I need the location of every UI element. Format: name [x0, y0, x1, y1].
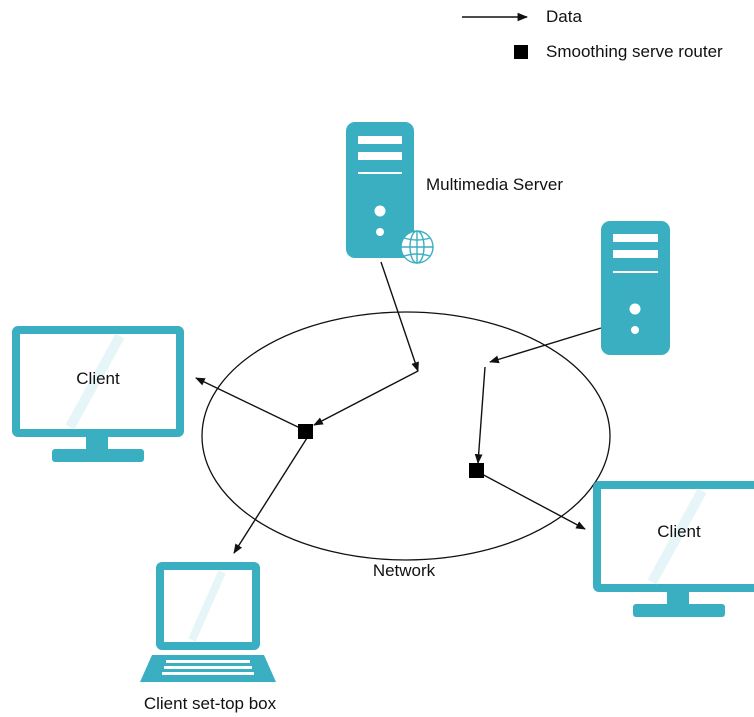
router-right [469, 463, 484, 478]
legend-data-label: Data [546, 7, 582, 26]
set-top-box-laptop-icon [140, 562, 276, 682]
arrow-router-to-set-top-box [233, 437, 308, 554]
data-arrows [195, 261, 602, 554]
arrow-server-to-network [380, 261, 419, 372]
arrow-network-to-left-router [313, 370, 419, 426]
arrow-network-to-right-router [474, 366, 486, 464]
multimedia-server-icon [346, 122, 414, 258]
arrow-server2-to-network [489, 327, 602, 364]
network-label: Network [372, 561, 436, 580]
client-right-label: Client [657, 522, 701, 541]
network-ellipse [201, 311, 611, 561]
multimedia-server-label: Multimedia Server [426, 175, 563, 194]
legend-router-marker [514, 45, 528, 59]
legend-router-label: Smoothing serve router [546, 42, 723, 61]
arrow-router-to-left-client [195, 377, 301, 429]
client-left-label: Client [76, 369, 120, 388]
second-server-icon [601, 221, 670, 355]
client-right-monitor-icon [593, 481, 754, 617]
router-left [298, 424, 313, 439]
set-top-box-label: Client set-top box [143, 694, 277, 713]
globe-icon [400, 230, 434, 264]
client-left-monitor-icon [12, 326, 184, 462]
arrow-router-to-right-client [477, 471, 586, 530]
